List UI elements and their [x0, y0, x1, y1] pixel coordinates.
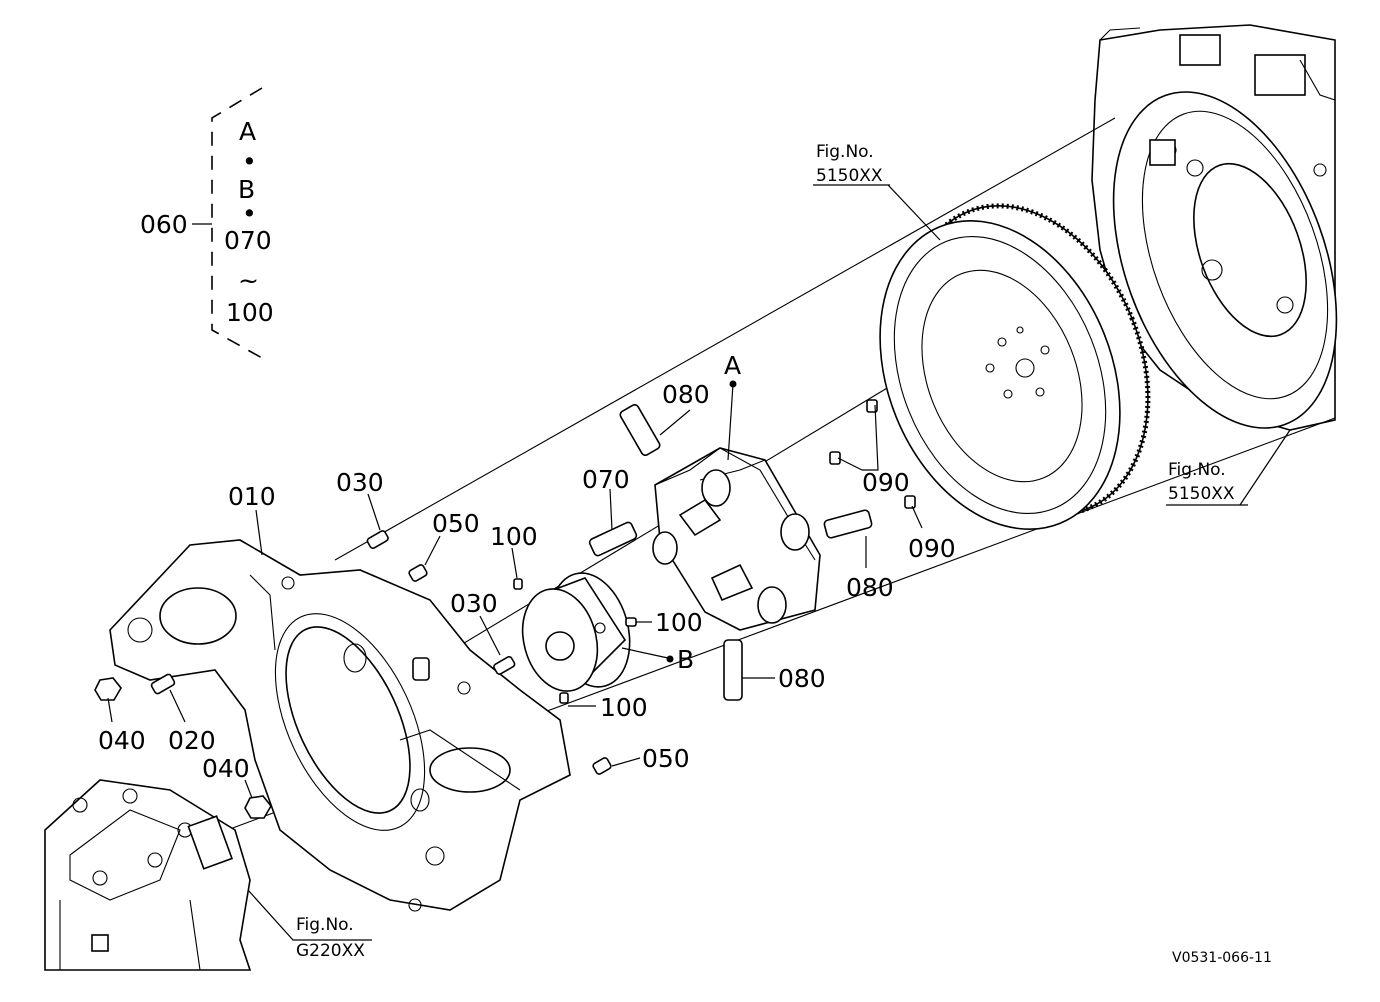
callout-100-mid: 100: [655, 608, 703, 637]
figure-references: Fig.No. 5150XX Fig.No. 5150XX Fig.No. G2…: [296, 142, 1235, 961]
group-bracket: 060 A • B • 070 ~ 100: [140, 87, 274, 359]
engine-flywheel-housing: [1091, 24, 1338, 431]
callout-050-top: 050: [432, 509, 480, 538]
figref-housing-title: Fig.No.: [1168, 460, 1226, 480]
coupling-a: [652, 447, 821, 631]
figref-transmission-number: G220XX: [296, 941, 365, 961]
callout-080-top: 080: [662, 380, 710, 409]
callout-040-bottom: 040: [202, 754, 250, 783]
callout-010: 010: [228, 482, 276, 511]
mark-b: B: [677, 645, 694, 674]
group-line-100: 100: [226, 298, 274, 327]
callout-080-right: 080: [846, 573, 894, 602]
figref-flywheel-title: Fig.No.: [816, 142, 874, 162]
flywheel: [879, 203, 1151, 530]
figref-housing-number: 5150XX: [1168, 484, 1235, 504]
callout-020: 020: [168, 726, 216, 755]
hub-b: [521, 572, 631, 692]
group-line-b: B: [238, 175, 255, 204]
callout-100-top: 100: [490, 522, 538, 551]
group-line-dot1: •: [242, 147, 257, 176]
callout-080-bottom: 080: [778, 664, 826, 693]
group-label: 060: [140, 210, 188, 239]
group-line-tilde: ~: [238, 266, 259, 295]
callout-labels: 010 020 030 030 040 040 050 050 070 080 …: [98, 351, 956, 783]
callout-030-mid: 030: [450, 589, 498, 618]
fasteners: [94, 399, 916, 819]
figref-flywheel-number: 5150XX: [816, 166, 883, 186]
group-line-070: 070: [224, 226, 272, 255]
callout-090-lower: 090: [908, 534, 956, 563]
mark-a: A: [724, 351, 741, 380]
flywheel-adapter-housing: [109, 539, 571, 912]
callout-090-upper: 090: [862, 468, 910, 497]
transmission-housing: [44, 779, 252, 971]
drawing-id: V0531-066-11: [1172, 950, 1272, 966]
callout-100-bottom: 100: [600, 693, 648, 722]
callout-070: 070: [582, 465, 630, 494]
callout-040-left: 040: [98, 726, 146, 755]
group-line-dot2: •: [242, 199, 257, 228]
figref-transmission-title: Fig.No.: [296, 915, 354, 935]
group-line-a: A: [239, 117, 256, 146]
callout-030-top: 030: [336, 468, 384, 497]
leader-lines: [107, 184, 1291, 941]
callout-050-bottom: 050: [642, 744, 690, 773]
